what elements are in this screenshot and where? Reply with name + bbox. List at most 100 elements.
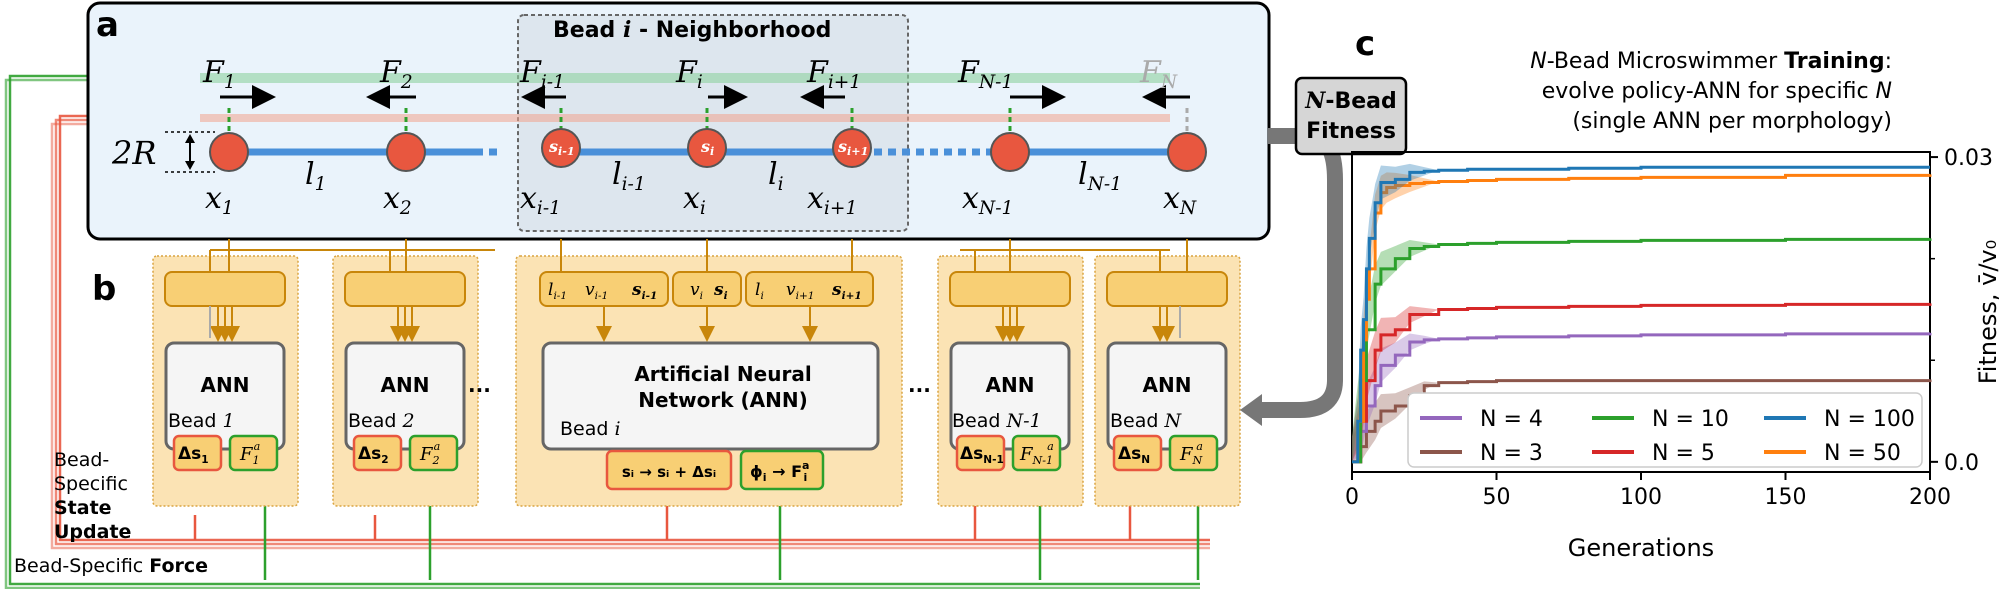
input-v-i: vi: [690, 280, 703, 302]
series-band: [1352, 379, 1930, 462]
legend-label: N = 100: [1824, 407, 1915, 432]
series-line: [1352, 332, 1932, 464]
y-axis-label: Fitness, v̄/v₀: [1974, 240, 2001, 385]
series-line: [1352, 302, 1932, 464]
chart-title-line3: (single ANN per morphology): [1572, 109, 1892, 134]
chart-title-line2: evolve policy-ANN for specific N: [1542, 79, 1892, 104]
bead-label-2: Bead 2: [348, 410, 415, 432]
state-update-label: Bead- Specific State Update: [54, 449, 131, 543]
delta-s-2: Δs2: [358, 444, 389, 466]
length-label-i-1: li-1: [612, 157, 646, 195]
length-label-1: l1: [305, 157, 326, 195]
length-labels: l1 li-1 li lN-1: [305, 157, 1122, 195]
panel-b-columns: [152, 239, 1241, 507]
x-tick-label: 50: [1483, 485, 1511, 510]
ann-label: ANN: [1143, 373, 1192, 397]
force-label-2: F2: [379, 55, 413, 93]
bead-label-N: Bead N: [1110, 410, 1182, 432]
svg-text:Specific: Specific: [54, 473, 128, 495]
legend-box: [1407, 392, 1923, 468]
force-label-N-1: FN-1: [957, 55, 1013, 93]
bead-i: [687, 128, 727, 168]
bead-label-N-1: Bead N-1: [952, 410, 1042, 432]
force-label-i+1: Fi+1: [806, 55, 861, 93]
bead-2: [386, 132, 426, 172]
beads: [209, 128, 1207, 172]
svg-text:State: State: [54, 497, 112, 519]
legend-label: N = 5: [1652, 441, 1715, 466]
x-tick-label: 100: [1620, 485, 1662, 510]
position-label-i+1: xi+1: [807, 181, 857, 219]
bead-symbol-i-1: si-1: [548, 137, 575, 158]
length-label-N-1: lN-1: [1078, 157, 1122, 195]
input-l-i-1: li-1: [548, 280, 567, 302]
radius-bracket: [165, 131, 215, 173]
svg-text:Update: Update: [54, 521, 131, 543]
legend-label: N = 10: [1652, 407, 1729, 432]
panel-label-c: c: [1355, 24, 1375, 64]
ann-label: ANN: [381, 373, 430, 397]
force-label-1: F1: [202, 55, 236, 93]
bead-n-minus-1: [990, 132, 1030, 172]
input-s-i+1: si+1: [831, 280, 862, 302]
y-tick-label: 0.0: [1944, 451, 1979, 476]
bead-label-i: Bead i: [560, 418, 621, 440]
neighborhood-box: [517, 14, 909, 232]
chart-title-line1: N-Bead Microswimmer Training:: [1530, 49, 1892, 74]
bead-i-plus-1: [832, 128, 872, 168]
bead-symbol-labels: si-1 si si+1: [548, 137, 868, 158]
delta-s-N-1: ΔsN-1: [960, 444, 1004, 466]
delta-s-N: ΔsN: [1118, 444, 1150, 466]
bead-symbol-i: si: [700, 137, 714, 158]
series-line: [1352, 237, 1932, 464]
ann-label: ANN: [986, 373, 1035, 397]
radius-label: 2R: [111, 134, 156, 172]
force-a-N-1: FN-1a: [1019, 440, 1054, 467]
position-label-i: xi: [683, 181, 706, 219]
bead-i-minus-1: [541, 128, 581, 168]
force-a-N: FNa: [1179, 440, 1204, 467]
ann-big-label: Artificial Neural: [634, 362, 811, 386]
position-label-1: x1: [205, 181, 234, 219]
fitness-box-line2: Fitness: [1306, 119, 1396, 144]
bead-label-1: Bead 1: [168, 410, 235, 432]
force-a-1: F1a: [239, 440, 260, 467]
svg-text:Bead-: Bead-: [54, 449, 109, 471]
x-tick-label: 200: [1909, 485, 1951, 510]
position-label-N-1: xN-1: [962, 181, 1013, 219]
delta-s-1: Δs1: [178, 444, 209, 466]
length-label-i: li: [768, 157, 784, 195]
x-tick-label: 150: [1765, 485, 1807, 510]
input-v-i-1: vi-1: [585, 280, 608, 302]
series-line: [1352, 165, 1930, 464]
position-label-2: x2: [383, 181, 412, 219]
x-axis-label: Generations: [1568, 534, 1714, 562]
panel-label-b: b: [92, 269, 116, 309]
force-label: Bead-Specific Force: [14, 555, 208, 577]
input-v-i+1: vi+1: [786, 280, 815, 302]
ann-label: ANN: [201, 373, 250, 397]
force-a-2: F2a: [419, 440, 440, 467]
input-l-i: li: [755, 280, 764, 302]
legend-label: N = 50: [1824, 441, 1901, 466]
ellipsis: ...: [468, 373, 491, 397]
neighborhood-title: Bead i - Neighborhood: [553, 17, 831, 43]
panel-label-a: a: [96, 5, 119, 45]
bead-n: [1167, 132, 1207, 172]
fitness-arrowhead: [1240, 394, 1262, 426]
y-tick-label: 0.03: [1944, 146, 1993, 171]
input-s-i-1: si-1: [631, 280, 657, 302]
force-label-N: FN: [1139, 55, 1178, 93]
fitness-box-line1: N-Bead: [1304, 88, 1397, 114]
fitness-arrow-path: [1260, 128, 1343, 418]
bead-symbol-i+1: si+1: [837, 137, 868, 158]
position-label-i-1: xi-1: [520, 181, 561, 219]
force-label-i: Fi: [675, 55, 703, 93]
legend-label: N = 4: [1480, 407, 1543, 432]
